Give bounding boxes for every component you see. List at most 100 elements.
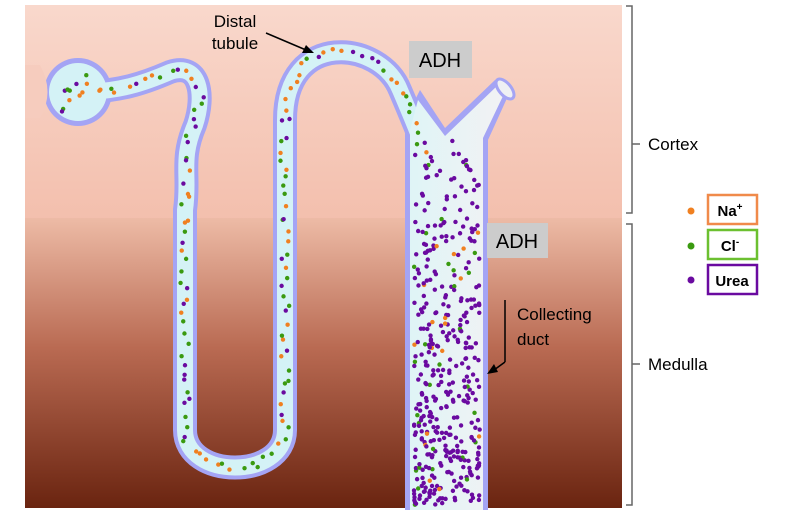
solute-dot: [464, 319, 470, 325]
solute-dot: [412, 454, 418, 460]
solute-dot: [424, 264, 429, 269]
solute-dot: [425, 326, 430, 332]
solute-dot: [451, 454, 457, 459]
solute-dot: [427, 452, 432, 457]
solute-dot: [415, 412, 420, 418]
solute-dot: [466, 395, 471, 401]
solute-dot: [182, 377, 187, 382]
svg-text:Na+: Na+: [717, 202, 742, 220]
solute-dot: [149, 73, 155, 78]
solute-dot: [464, 310, 469, 315]
solute-dot: [477, 310, 482, 315]
svg-text:Cl-: Cl-: [721, 237, 739, 255]
solute-dot: [431, 438, 437, 443]
solute-dot: [472, 250, 478, 256]
solute-dot: [442, 206, 447, 212]
solute-dot: [433, 310, 438, 316]
solute-dot: [476, 461, 482, 466]
solute-dot: [450, 138, 455, 144]
solute-dot: [286, 378, 291, 384]
solute-dot: [464, 216, 470, 221]
solute-dot: [474, 378, 480, 383]
solute-dot: [456, 151, 461, 157]
solute-dot: [443, 293, 449, 298]
solute-dot: [475, 230, 481, 235]
solute-dot: [427, 491, 432, 496]
solute-dot: [187, 168, 193, 173]
solute-dot: [417, 408, 423, 413]
solute-dot: [433, 428, 438, 434]
solute-dot: [463, 157, 469, 163]
solute-dot: [442, 321, 448, 326]
solute-dot: [451, 399, 456, 404]
solute-dot: [67, 98, 72, 103]
solute-dot: [193, 124, 198, 129]
solute-dot: [419, 352, 424, 357]
solute-dot: [465, 298, 470, 303]
solute-dot: [255, 464, 260, 470]
solute-dot: [424, 398, 429, 404]
solute-dot: [411, 491, 417, 496]
solute-dot: [189, 76, 194, 81]
solute-dot: [278, 150, 283, 156]
solute-dot: [473, 425, 478, 430]
solute-dot: [179, 248, 184, 253]
solute-dot: [458, 317, 463, 323]
solute-dot: [438, 223, 443, 228]
solute-dot: [470, 201, 475, 206]
solute-dot: [463, 188, 469, 194]
solute-dot: [179, 202, 184, 207]
solute-dot: [466, 260, 471, 265]
arrowhead-icon: [487, 364, 498, 374]
solute-dot: [74, 81, 79, 87]
solute-dot: [475, 223, 480, 228]
solute-dot: [450, 235, 455, 240]
solute-dot: [182, 400, 187, 405]
solute-dot: [434, 243, 439, 249]
solute-dot: [285, 322, 290, 327]
solute-dot: [428, 277, 433, 283]
solute-dot: [415, 339, 420, 345]
solute-dot: [411, 264, 417, 270]
solute-dot: [475, 456, 480, 462]
solute-dot: [412, 363, 417, 369]
legend: Na+ Cl- Urea: [687, 193, 759, 296]
solute-dot: [427, 382, 432, 388]
solute-dot: [466, 458, 471, 463]
solute-dot: [419, 436, 425, 441]
solute-dot: [423, 175, 429, 180]
solute-dot: [143, 76, 148, 82]
solute-dot: [476, 357, 481, 363]
solute-dot: [427, 413, 432, 419]
solute-dot: [415, 486, 421, 491]
solute-dot: [463, 340, 469, 345]
solute-dot: [442, 315, 448, 321]
solute-dot: [179, 269, 184, 274]
adh-label-top: ADH: [419, 50, 461, 72]
solute-dot: [417, 461, 422, 467]
solute-dot: [451, 415, 457, 420]
solute-dot: [437, 168, 443, 174]
solute-dot: [429, 483, 435, 489]
solute-dot: [446, 304, 451, 309]
solute-dot: [421, 305, 427, 310]
solute-dot: [455, 448, 460, 453]
solute-dot: [394, 80, 400, 86]
solute-dot: [407, 109, 412, 115]
solute-dot: [424, 431, 430, 436]
solute-dot: [279, 333, 285, 338]
solute-dot: [422, 208, 427, 213]
solute-dot: [439, 430, 445, 435]
solute-dot: [472, 355, 477, 361]
solute-dot: [432, 352, 437, 357]
solute-dot: [440, 496, 445, 501]
solute-dot: [381, 68, 386, 73]
solute-dot: [433, 502, 438, 507]
solute-dot: [434, 173, 439, 178]
solute-dot: [269, 451, 274, 456]
solute-dot: [443, 430, 449, 436]
solute-dot: [414, 406, 419, 411]
solute-dot: [422, 140, 427, 145]
solute-dot: [462, 314, 467, 319]
solute-dot: [451, 287, 457, 293]
